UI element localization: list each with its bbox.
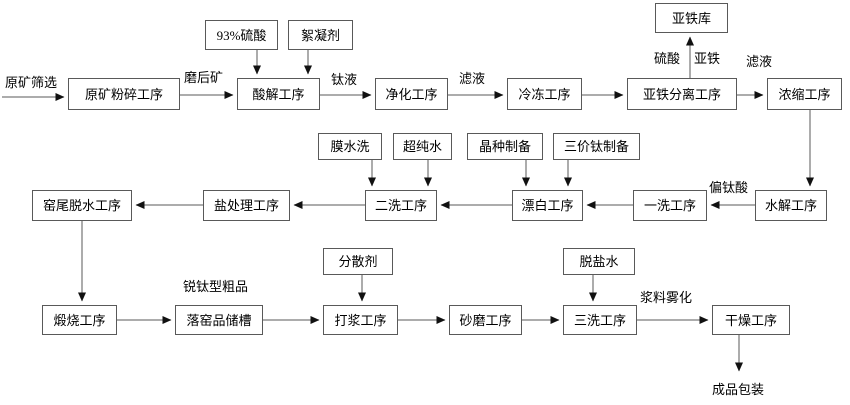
process-box-ore-crushing: 原矿粉碎工序	[68, 78, 180, 110]
process-box-acidolysis: 酸解工序	[237, 78, 320, 110]
process-box-ti3-prep: 三价钛制备	[553, 133, 640, 160]
process-box-salt-treatment: 盐处理工序	[203, 190, 290, 221]
process-box-purification: 净化工序	[375, 78, 448, 110]
flow-label-anatase-crude: 锐钛型粗品	[183, 279, 249, 294]
process-box-bleaching: 漂白工序	[512, 190, 583, 221]
process-box-kiln-product-tank: 落窑品储槽	[175, 305, 263, 335]
flow-label-metatitanic-acid: 偏钛酸	[709, 180, 749, 195]
process-box-kiln-tail-dewatering: 窑尾脱水工序	[32, 190, 132, 221]
process-box-pulping: 打浆工序	[323, 305, 398, 335]
process-box-third-wash: 三洗工序	[563, 305, 637, 335]
flow-label-ti-liquid: 钛液	[331, 72, 358, 87]
flow-label-ferrous: 亚铁	[694, 51, 721, 66]
flow-label-ground-ore: 磨后矿	[184, 70, 224, 85]
process-box-flocculant: 絮凝剂	[288, 20, 353, 50]
process-box-membrane-wash: 膜水洗	[318, 133, 382, 160]
process-box-ferrous-storage: 亚铁库	[655, 3, 728, 33]
flow-label-filtrate-2: 滤液	[746, 54, 773, 69]
process-box-freezing: 冷冻工序	[507, 78, 582, 110]
process-box-ultrapure-water: 超纯水	[393, 133, 452, 160]
flow-label-slurry-atomization: 浆料雾化	[640, 290, 693, 305]
process-box-first-wash: 一洗工序	[633, 190, 707, 221]
flow-label-filtrate-1: 滤液	[459, 71, 486, 86]
flow-label-sulfuric: 硫酸	[654, 51, 681, 66]
process-box-drying: 干燥工序	[712, 305, 790, 335]
process-box-hydrolysis: 水解工序	[755, 190, 827, 221]
process-box-sand-milling: 砂磨工序	[449, 305, 522, 335]
process-box-concentration: 浓缩工序	[767, 78, 842, 110]
process-box-ferrous-separation: 亚铁分离工序	[627, 78, 737, 110]
process-box-desalted-water: 脱盐水	[563, 248, 635, 275]
flow-label-finished-packaging: 成品包装	[712, 382, 765, 397]
process-box-second-wash: 二洗工序	[365, 190, 437, 221]
process-box-dispersant: 分散剂	[323, 248, 393, 275]
flow-label-raw-ore-screening: 原矿筛选	[5, 75, 58, 90]
process-box-sulfuric-acid-93: 93%硫酸	[205, 20, 278, 50]
process-box-calcination: 煅烧工序	[42, 305, 117, 335]
connector-lines	[2, 36, 814, 372]
process-box-seed-prep: 晶种制备	[467, 133, 543, 160]
